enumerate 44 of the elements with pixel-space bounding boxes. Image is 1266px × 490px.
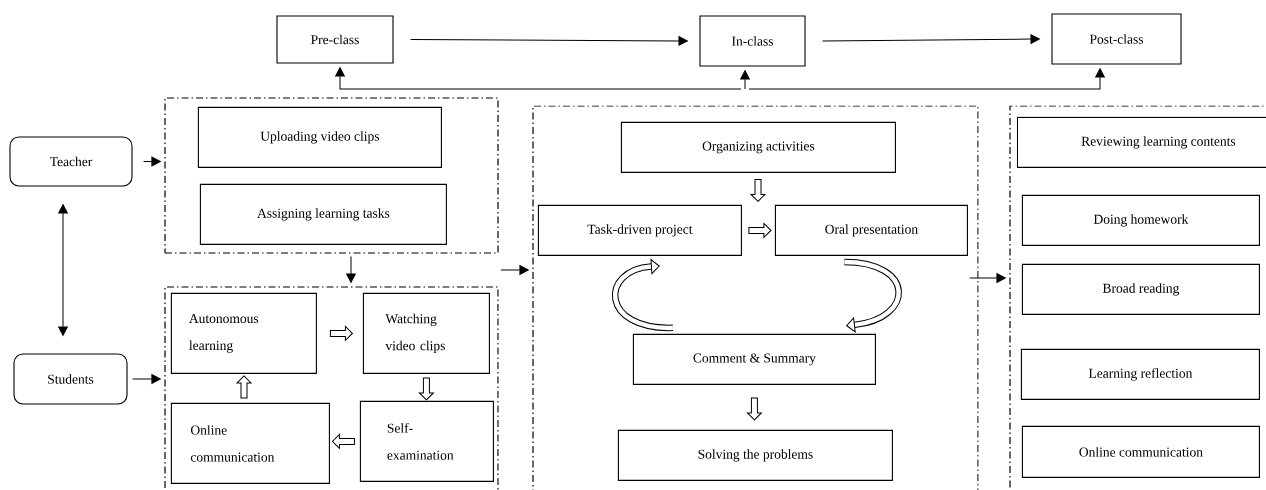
stage-box: Post-class — [1051, 13, 1182, 65]
activity-box: Doing homework — [1021, 194, 1260, 246]
block-arrow — [746, 397, 762, 421]
activity-box: Solving the problems — [617, 429, 893, 481]
arrow — [132, 374, 161, 384]
activity-box: Assigning learning tasks — [199, 183, 447, 245]
arrow — [346, 256, 356, 283]
actor-box: Students — [13, 353, 128, 405]
curved-arrow — [612, 259, 673, 332]
activity-box: Broad reading — [1021, 263, 1260, 315]
activity-box: Online communication — [170, 402, 330, 484]
stage-box: In-class — [699, 15, 806, 67]
dash-dot-frame — [164, 286, 499, 490]
activity-box: Self-examination — [359, 400, 494, 482]
activity-box: Task-driven project — [537, 204, 742, 256]
arrow — [335, 67, 742, 90]
block-arrow — [331, 433, 355, 449]
curved-arrow — [844, 258, 902, 333]
activity-box: Oral presentation — [774, 204, 968, 256]
block-arrow — [748, 222, 772, 238]
activity-box: Watching video clips — [362, 292, 490, 374]
activity-box: Learning reflection — [1020, 348, 1260, 400]
activity-box: Organizing activities — [620, 121, 896, 173]
arrow — [410, 36, 688, 46]
arrow — [822, 34, 1040, 44]
activity-box: Autonomous learning — [170, 292, 317, 374]
stage-box: Pre-class — [276, 15, 394, 64]
arrow — [500, 265, 529, 275]
actor-box: Teacher — [9, 136, 133, 187]
dash-dot-frame — [164, 97, 499, 254]
arrow — [740, 70, 750, 90]
activity-box: Online communication — [1021, 425, 1260, 478]
activity-box: Uploading video clips — [197, 106, 442, 168]
activity-box: Reviewing learning contents — [1016, 116, 1266, 168]
arrow — [969, 273, 1006, 283]
block-arrow — [750, 178, 766, 202]
activity-box: Comment & Summary — [632, 333, 876, 385]
block-arrow — [329, 325, 353, 341]
block-arrow — [236, 375, 252, 399]
arrow — [143, 156, 161, 167]
arrow — [748, 68, 1105, 90]
block-arrow — [418, 377, 434, 401]
double-arrow — [58, 204, 68, 336]
dash-dot-frame — [532, 105, 979, 490]
